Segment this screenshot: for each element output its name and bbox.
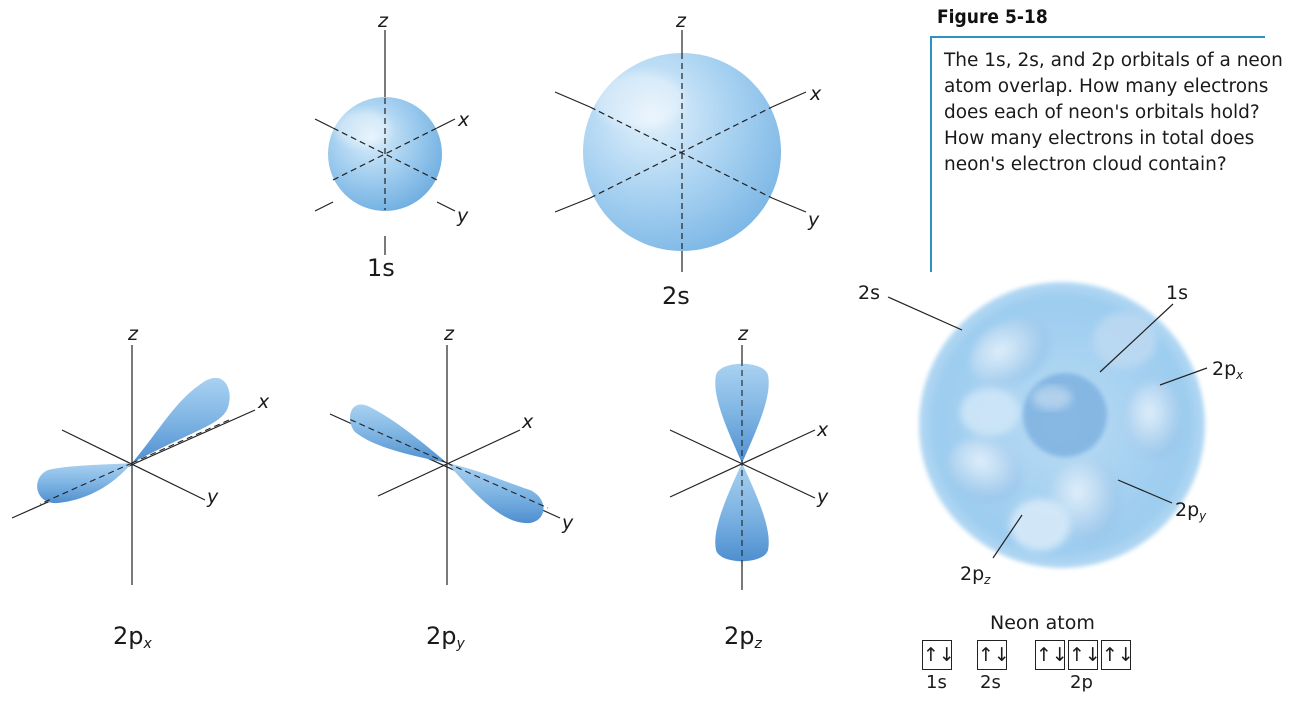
orbital-box-2p-3: ↑↓	[1101, 640, 1134, 670]
neon-label-1s: 1s	[1166, 282, 1188, 304]
label-2px: 2px	[113, 622, 153, 652]
orbital-1s: z x y 1s	[314, 10, 470, 282]
label-2py: 2py	[426, 622, 466, 652]
config-title: Neon atom	[990, 612, 1095, 634]
axis-label-x: x	[257, 391, 270, 413]
axis-label-x: x	[809, 83, 822, 105]
label-1s: 1s	[367, 254, 395, 282]
config-label-1s: 1s	[926, 672, 947, 693]
axis-label-x: x	[457, 109, 470, 131]
axis-label-x: x	[521, 411, 534, 433]
axis-label-y: y	[206, 486, 219, 508]
axis-label-x: x	[816, 419, 829, 441]
figure-caption: The 1s, 2s, and 2p orbitals of a neon at…	[944, 50, 1283, 175]
neon-electron-configuration: Neon atom ↑↓ ↑↓ ↑↓ ↑↓ ↑↓ 1s 2s 2p	[922, 612, 1192, 698]
axis-label-y: y	[456, 205, 469, 227]
label-2pz: 2pz	[724, 622, 763, 652]
orbital-box-2s: ↑↓	[977, 640, 1010, 670]
axis-label-z: z	[127, 323, 139, 345]
orbital-box-2p-1: ↑↓	[1035, 640, 1068, 670]
neon-atom-illustration: 2s 1s 2px 2py 2pz	[858, 282, 1244, 587]
axis-label-y: y	[816, 486, 829, 508]
axis-label-z: z	[377, 10, 389, 32]
orbital-2s: z x y 2s	[554, 10, 822, 310]
orbital-box-2p-2: ↑↓	[1068, 640, 1101, 670]
label-2s: 2s	[662, 282, 690, 310]
neon-label-2px: 2px	[1212, 358, 1244, 382]
axis-label-z: z	[737, 323, 749, 345]
axis-label-z: z	[443, 323, 455, 345]
neon-label-2py: 2py	[1175, 499, 1207, 523]
config-label-2s: 2s	[980, 672, 1001, 693]
figure-title: Figure 5-18	[937, 6, 1048, 28]
config-label-2p: 2p	[1070, 672, 1093, 693]
caption-box: The 1s, 2s, and 2p orbitals of a neon at…	[930, 36, 1283, 272]
axis-label-z: z	[675, 10, 687, 32]
orbital-box-1s: ↑↓	[922, 640, 955, 670]
neon-label-2s: 2s	[858, 282, 880, 304]
axis-label-y: y	[807, 209, 820, 231]
orbital-diagram: z x y 1s z x y 2s z x	[11, 10, 1244, 652]
orbital-2px: z x y 2px	[11, 323, 270, 652]
neon-label-2pz: 2pz	[960, 563, 991, 587]
orbital-2py: z x y 2py	[329, 323, 574, 652]
axis-label-y: y	[561, 512, 574, 534]
orbital-2pz: z x y 2pz	[669, 323, 829, 652]
